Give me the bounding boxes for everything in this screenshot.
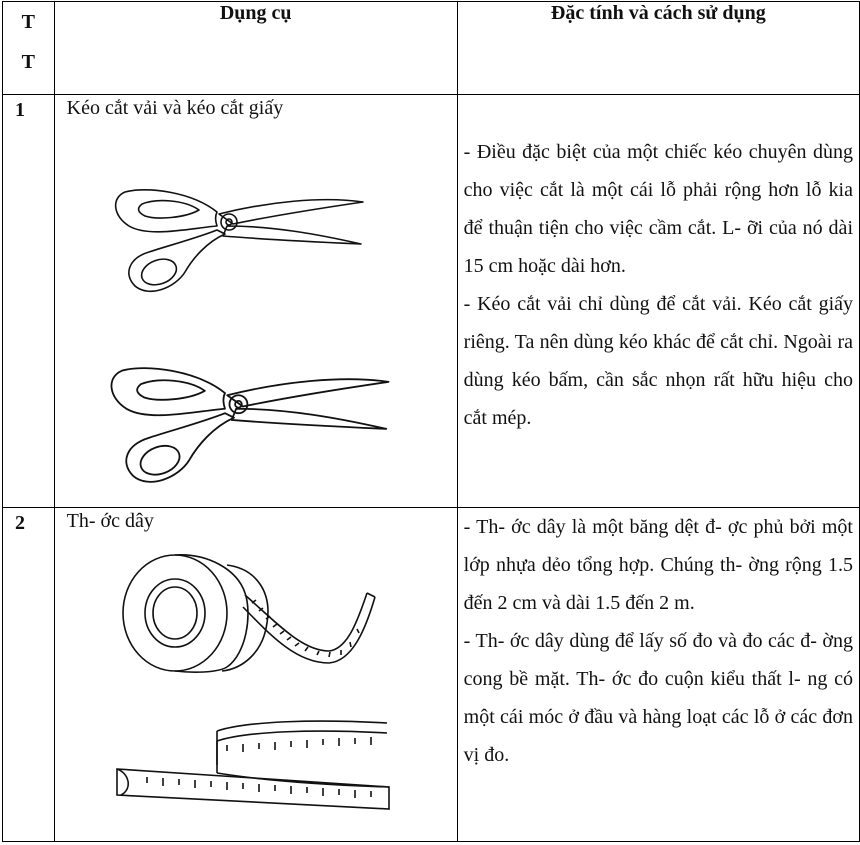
row-number: 1 bbox=[2, 94, 55, 508]
tool-name: Kéo cắt vải và kéo cắt giấy bbox=[66, 97, 284, 119]
table-row: 1 Kéo cắt vải và kéo cắt giấy bbox=[2, 94, 860, 508]
header-tt: T T bbox=[2, 1, 55, 95]
tape-measure-strip-icon bbox=[115, 720, 390, 810]
usage-cell: - Th- ớc dây là một băng dệt đ- ợc phủ b… bbox=[456, 507, 860, 842]
description-paragraph: - Th- ớc dây dùng để lấy số đo và đo các… bbox=[463, 630, 853, 766]
tape-measure-illustration bbox=[115, 554, 390, 810]
table-row: 2 Th- ớc dây bbox=[2, 507, 860, 842]
tool-cell: Kéo cắt vải và kéo cắt giấy bbox=[53, 94, 458, 508]
scissors-illustration bbox=[110, 189, 390, 483]
table-header-row: T T Dụng cụ Đặc tính và cách sử dụng bbox=[2, 1, 860, 95]
header-tt-line2: T bbox=[21, 51, 35, 73]
scissors-icon bbox=[110, 367, 390, 483]
tape-measure-roll-icon bbox=[121, 554, 376, 673]
row-number: 2 bbox=[2, 507, 55, 842]
description-paragraph: - Th- ớc dây là một băng dệt đ- ợc phủ b… bbox=[463, 516, 853, 614]
header-usage: Đặc tính và cách sử dụng bbox=[456, 1, 860, 95]
header-tool: Dụng cụ bbox=[53, 1, 458, 95]
tool-name: Th- ớc dây bbox=[66, 510, 154, 532]
scissors-icon bbox=[114, 189, 364, 293]
tool-cell: Th- ớc dây bbox=[53, 507, 458, 842]
header-tt-line1: T bbox=[21, 11, 35, 33]
usage-cell: - Điều đặc biệt của một chiếc kéo chuyên… bbox=[456, 94, 860, 508]
description-paragraph: - Kéo cắt vải chỉ dùng để cắt vải. Kéo c… bbox=[463, 293, 853, 429]
description-paragraph: - Điều đặc biệt của một chiếc kéo chuyên… bbox=[463, 141, 853, 277]
